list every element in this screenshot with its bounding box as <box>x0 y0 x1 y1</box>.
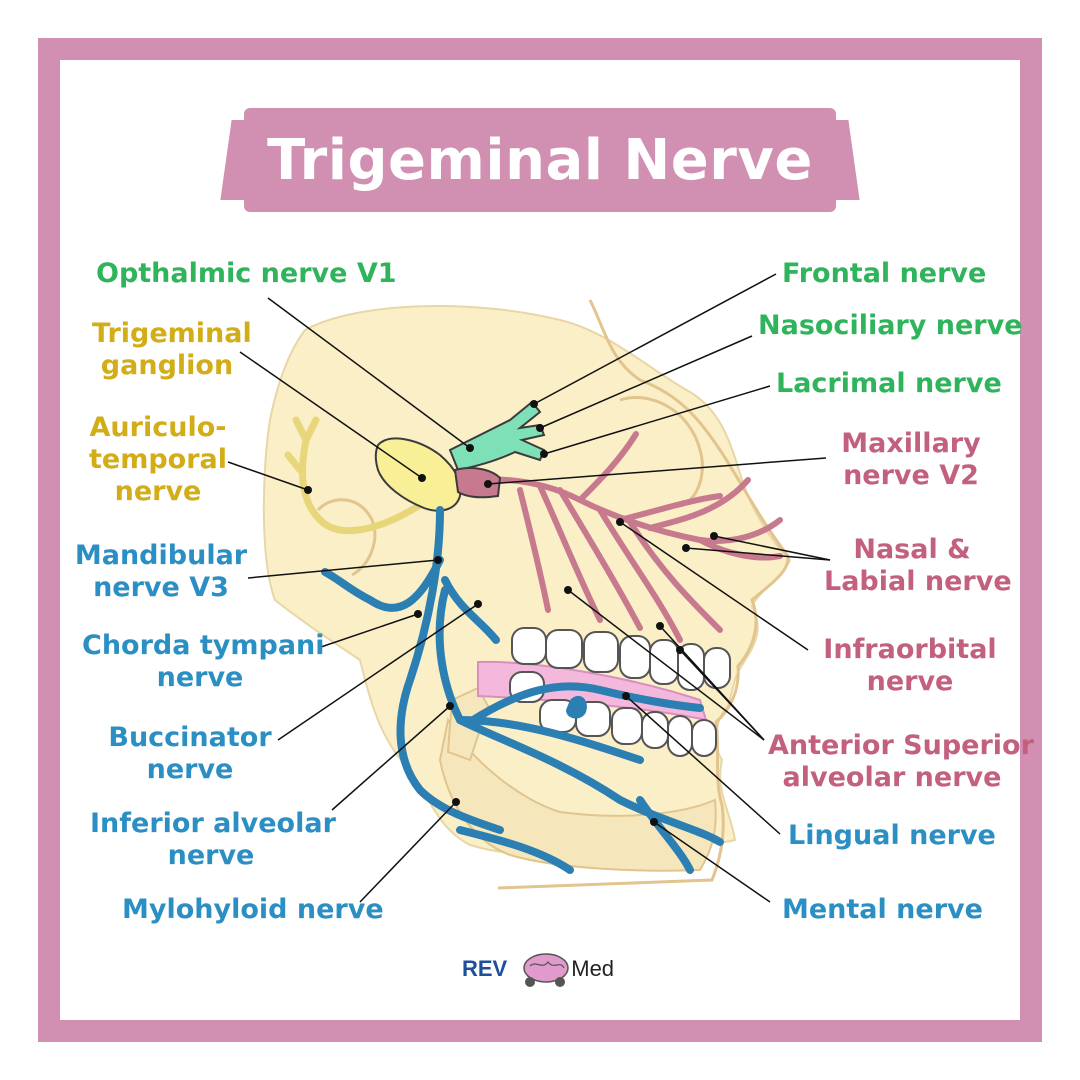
lingual-gland <box>566 695 587 719</box>
label-lingual-nerve: Lingual nerve <box>788 820 996 851</box>
label-opthalmic-nerve: Opthalmic nerve V1 <box>96 258 397 289</box>
mandible <box>438 717 717 872</box>
label-inferior-alveolar-nerve: Inferior alveolar nerve <box>90 808 336 871</box>
label-frontal-nerve: Frontal nerve <box>782 258 987 289</box>
label-nasal-labial-nerve: Nasal & Labial nerve <box>824 534 1012 597</box>
label-lacrimal-nerve: Lacrimal nerve <box>776 368 1002 399</box>
label-nasociliary-nerve: Nasociliary nerve <box>758 310 1023 341</box>
label-chorda-tympani-nerve: Chorda tympani nerve <box>82 630 325 693</box>
mandibular-nerve <box>321 506 724 874</box>
label-trigeminal-ganglion: Trigeminal ganglion <box>92 318 252 381</box>
label-buccinator-nerve: Buccinator nerve <box>108 722 272 785</box>
label-infraorbital-nerve: Infraorbital nerve <box>823 634 997 697</box>
label-mylohyoid-nerve: Mylohyloid nerve <box>122 894 384 925</box>
auriculotemporal-nerve <box>284 416 424 535</box>
logo-med-text: Med <box>571 956 615 981</box>
maxillary-root <box>453 467 502 499</box>
label-mental-nerve: Mental nerve <box>782 894 983 925</box>
leader-dots <box>304 400 718 826</box>
logo-rev-text: REV <box>462 956 508 981</box>
title-banner: Trigeminal Nerve <box>244 108 836 212</box>
page-title: Trigeminal Nerve <box>267 127 813 193</box>
label-anterior-superior-alveolar-nerve: Anterior Superior alveolar nerve <box>768 730 1034 793</box>
face-profile <box>497 299 790 890</box>
ear-outline <box>316 498 377 577</box>
brain-logo-icon <box>523 953 569 987</box>
label-auriculotemporal-nerve: Auriculo- temporal nerve <box>88 412 228 507</box>
revmed-logo: REV Med <box>462 952 614 986</box>
leader-lines <box>227 273 831 903</box>
orbit-outline <box>619 395 704 502</box>
label-mandibular-nerve: Mandibular nerve V3 <box>74 540 248 603</box>
upper-teeth <box>511 627 731 691</box>
label-maxillary-nerve: Maxillary nerve V2 <box>841 428 981 491</box>
